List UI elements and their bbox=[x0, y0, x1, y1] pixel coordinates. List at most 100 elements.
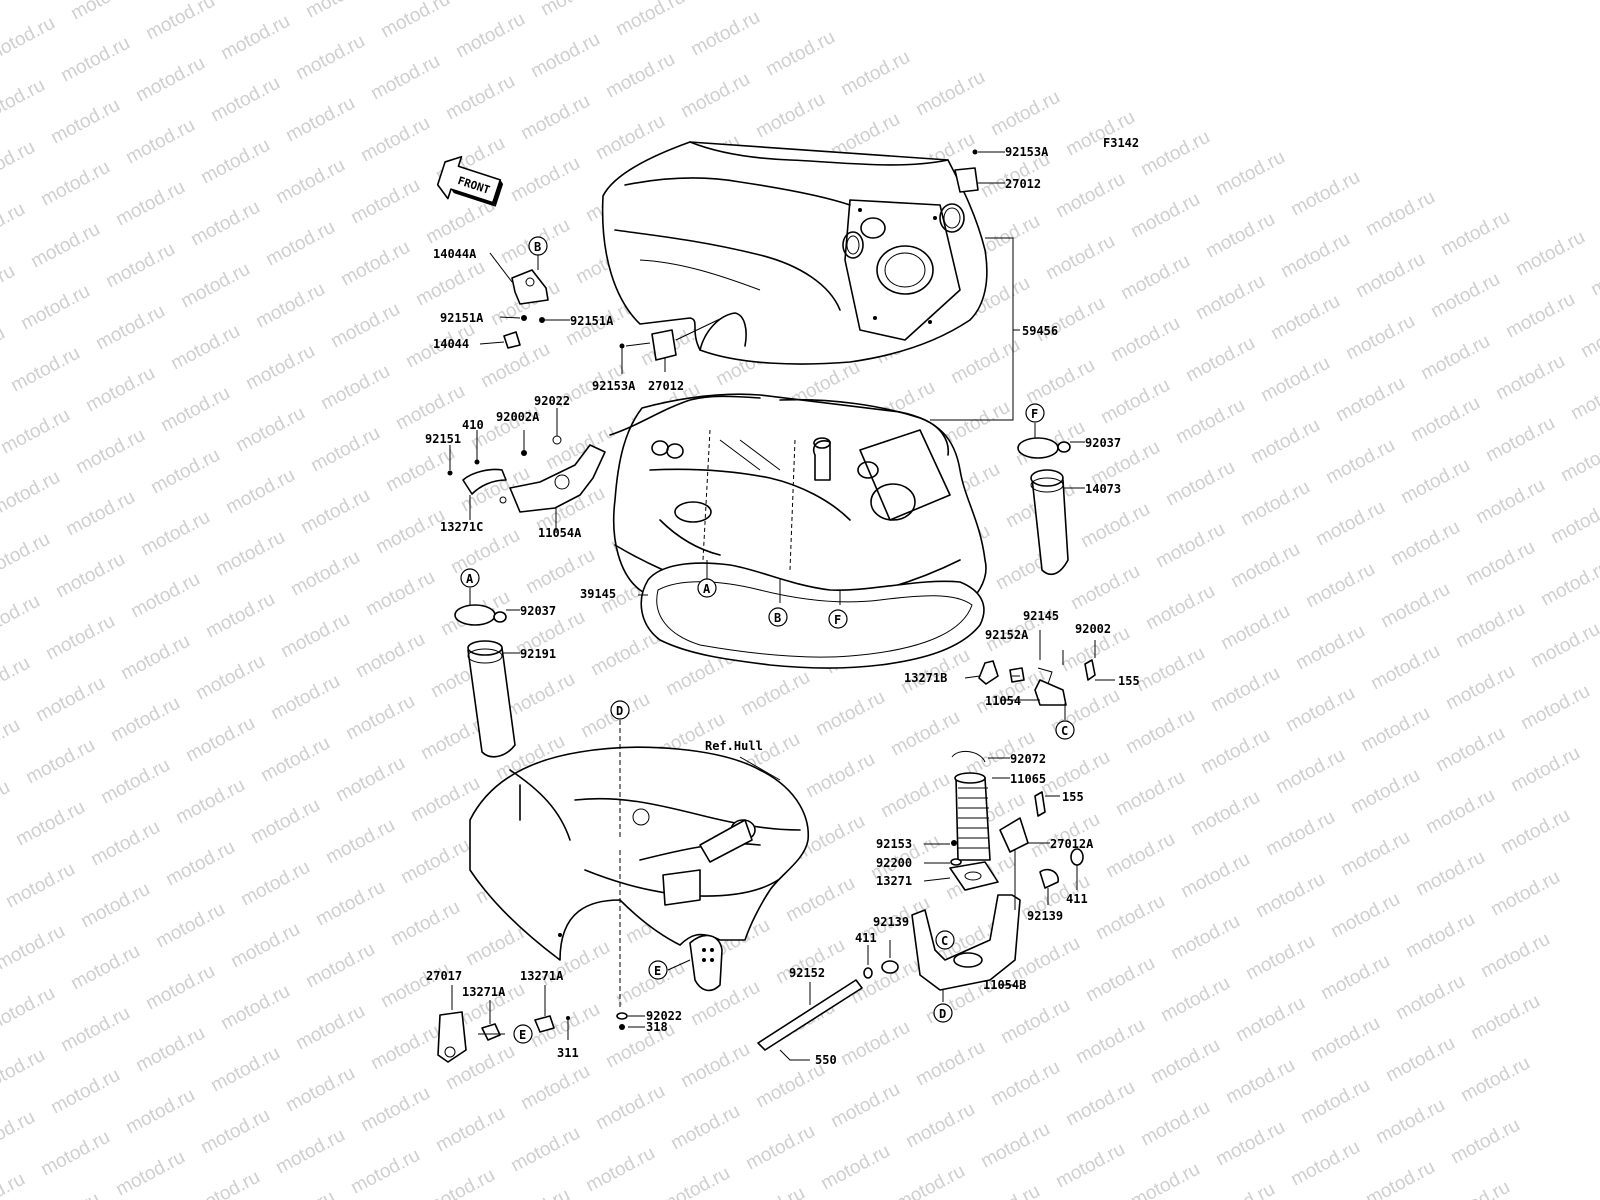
watermark-text: motod.ru bbox=[87, 817, 163, 871]
part-92139-right: 92139 bbox=[1027, 909, 1063, 923]
watermark-text: motod.ru bbox=[1122, 705, 1198, 759]
watermark-text: motod.ru bbox=[27, 219, 103, 273]
watermark-text: motod.ru bbox=[1577, 309, 1600, 363]
watermark-text: motod.ru bbox=[132, 1023, 208, 1077]
watermark-text: motod.ru bbox=[1482, 413, 1558, 467]
watermark-text: motod.ru bbox=[1422, 785, 1498, 839]
hull-drawing bbox=[469, 746, 810, 992]
watermark-text: motod.ru bbox=[1517, 681, 1593, 735]
part-39145: 39145 bbox=[580, 587, 616, 601]
watermark-text: motod.ru bbox=[1272, 745, 1348, 799]
watermark-text: motod.ru bbox=[92, 301, 168, 355]
watermark-text: motod.ru bbox=[1437, 207, 1513, 261]
part-13271B: 13271B bbox=[904, 671, 947, 685]
watermark-text: motod.ru bbox=[332, 753, 408, 807]
watermark-text: motod.ru bbox=[272, 155, 348, 209]
watermark-text: motod.ru bbox=[1187, 787, 1263, 841]
watermark-text: motod.ru bbox=[442, 71, 518, 125]
watermark-text: motod.ru bbox=[892, 1161, 968, 1200]
watermark-text: motod.ru bbox=[262, 1187, 338, 1200]
svg-text:E: E bbox=[519, 1028, 526, 1042]
callout-d-hull: D bbox=[610, 700, 630, 720]
watermark-text: motod.ru bbox=[57, 33, 133, 87]
callout-b-top: B bbox=[528, 236, 548, 256]
bracket-11054 bbox=[964, 630, 1115, 720]
watermark-text: motod.ru bbox=[0, 137, 39, 191]
watermark-text: motod.ru bbox=[72, 425, 148, 479]
watermark-text: motod.ru bbox=[1062, 107, 1138, 161]
watermark-text: motod.ru bbox=[1127, 1159, 1203, 1200]
watermark-text: motod.ru bbox=[1137, 1097, 1213, 1151]
svg-text:F: F bbox=[1031, 407, 1038, 421]
watermark-text: motod.ru bbox=[527, 29, 603, 83]
part-410: 410 bbox=[462, 418, 484, 432]
watermark-text: motod.ru bbox=[97, 755, 173, 809]
watermark-text: motod.ru bbox=[772, 935, 848, 989]
watermark-text: motod.ru bbox=[142, 0, 218, 44]
watermark-text: motod.ru bbox=[1337, 827, 1413, 881]
part-11065: 11065 bbox=[1010, 772, 1046, 786]
watermark-text: motod.ru bbox=[132, 53, 208, 107]
part-13271A-left: 13271A bbox=[462, 985, 506, 999]
part-13271A-right: 13271A bbox=[520, 969, 564, 983]
part-92191: 92191 bbox=[520, 647, 556, 661]
watermark-text: motod.ru bbox=[1547, 495, 1600, 549]
watermark-text: motod.ru bbox=[197, 1105, 273, 1159]
watermark-text: motod.ru bbox=[217, 981, 293, 1035]
watermark-text: motod.ru bbox=[887, 707, 963, 761]
watermark-text: motod.ru bbox=[217, 11, 293, 65]
watermark-text: motod.ru bbox=[507, 153, 583, 207]
svg-text:A: A bbox=[466, 572, 474, 586]
watermark-text: motod.ru bbox=[222, 465, 298, 519]
watermark-text: motod.ru bbox=[1557, 433, 1600, 487]
watermark-text: motod.ru bbox=[1527, 619, 1600, 673]
watermark-text: motod.ru bbox=[1067, 561, 1143, 615]
watermark-text: motod.ru bbox=[1172, 395, 1248, 449]
watermark-text: motod.ru bbox=[1372, 1095, 1448, 1149]
watermark-text: motod.ru bbox=[0, 0, 69, 4]
watermark-text: motod.ru bbox=[47, 1065, 123, 1119]
watermark-text: motod.ru bbox=[1472, 475, 1548, 529]
watermark-text: motod.ru bbox=[1512, 227, 1588, 281]
bracket-27012-mid bbox=[619, 317, 723, 374]
diagram-code: F3142 bbox=[1103, 136, 1139, 150]
watermark-text: motod.ru bbox=[1152, 519, 1228, 573]
watermark-text: motod.ru bbox=[0, 13, 59, 67]
watermark-text: motod.ru bbox=[162, 837, 238, 891]
watermark-text: motod.ru bbox=[117, 631, 193, 685]
watermark-text: motod.ru bbox=[497, 1185, 573, 1200]
part-27012-mid: 27012 bbox=[648, 379, 684, 393]
part-13271: 13271 bbox=[876, 874, 912, 888]
watermark-text: motod.ru bbox=[77, 879, 153, 933]
watermark-text: motod.ru bbox=[1507, 743, 1583, 797]
watermark-text: motod.ru bbox=[57, 1003, 133, 1057]
watermark-text: motod.ru bbox=[1247, 415, 1323, 469]
watermark-text: motod.ru bbox=[372, 505, 448, 559]
watermark-text: motod.ru bbox=[307, 423, 383, 477]
watermark-text: motod.ru bbox=[0, 715, 24, 769]
watermark-text: motod.ru bbox=[1092, 891, 1168, 945]
watermark-text: motod.ru bbox=[1587, 247, 1600, 301]
watermark-text: motod.ru bbox=[1292, 621, 1368, 675]
part-13271C: 13271C bbox=[440, 520, 483, 534]
watermark-text: motod.ru bbox=[397, 835, 473, 889]
watermark-text: motod.ru bbox=[1567, 371, 1600, 425]
watermark-text: motod.ru bbox=[1492, 351, 1568, 405]
callout-f-tank: F bbox=[828, 609, 848, 629]
watermark-text: motod.ru bbox=[152, 899, 228, 953]
watermark-text: motod.ru bbox=[282, 1063, 358, 1117]
watermark-text: motod.ru bbox=[1197, 725, 1273, 779]
watermark-text: motod.ru bbox=[0, 591, 44, 645]
part-92151A-right: 92151A bbox=[570, 314, 614, 328]
part-59456: 59456 bbox=[1022, 324, 1058, 338]
svg-text:D: D bbox=[616, 704, 623, 718]
watermark-text: motod.ru bbox=[297, 485, 373, 539]
watermark-text: motod.ru bbox=[62, 487, 138, 541]
watermark-text: motod.ru bbox=[32, 673, 108, 727]
engine-compartment-drawing bbox=[609, 393, 987, 669]
watermark-text: motod.ru bbox=[0, 983, 59, 1037]
watermark-text: motod.ru bbox=[657, 1163, 733, 1200]
watermark-text: motod.ru bbox=[1417, 331, 1493, 385]
watermark-text: motod.ru bbox=[242, 341, 318, 395]
